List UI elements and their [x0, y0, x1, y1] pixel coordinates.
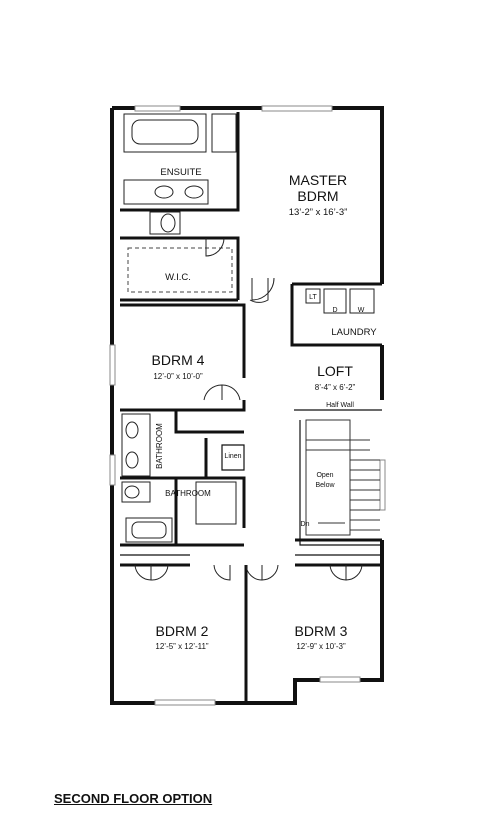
wic-shelves [127, 247, 233, 293]
laundry-w-label: W [358, 307, 365, 314]
bdrm3-name: BDRM 3 [295, 623, 348, 639]
bdrm3-dims: 12’-9” x 10’-3” [296, 642, 346, 651]
thin-walls [120, 409, 382, 556]
master-name-line2: BDRM [297, 188, 338, 204]
loft-name: LOFT [317, 363, 353, 379]
wic-label: W.I.C. [165, 272, 191, 283]
ensuite-fixtures [123, 113, 237, 235]
open-below-line2: Below [315, 482, 335, 489]
master-name-line1: MASTER [289, 172, 347, 188]
windows [109, 105, 386, 706]
loft-dims: 8’-4” x 6’-2” [315, 383, 356, 392]
master-dims: 13’-2” x 16’-3” [289, 207, 348, 218]
bathroom-fixtures [121, 413, 237, 543]
exterior-walls [110, 106, 384, 705]
bdrm2-name: BDRM 2 [156, 623, 209, 639]
laundry-d-label: D [332, 307, 337, 314]
stairs [305, 419, 380, 536]
half-wall-label: Half Wall [326, 402, 354, 409]
laundry-lt-label: LT [309, 294, 317, 301]
bathroom-vertical-label: BATHROOM [155, 423, 164, 469]
stairs-dn-label: Dn [301, 521, 310, 528]
laundry-fixtures [305, 288, 375, 314]
bathroom-label: BATHROOM [165, 489, 211, 498]
open-below-line1: Open [316, 472, 333, 479]
plan-caption: SECOND FLOOR OPTION [54, 791, 213, 806]
linen-label: Linen [224, 453, 241, 460]
bdrm4-name: BDRM 4 [152, 352, 205, 368]
doors [134, 237, 363, 581]
interior-walls [120, 112, 382, 703]
bdrm2-dims: 12’-5” x 12’-11” [155, 642, 209, 651]
ensuite-label: ENSUITE [160, 167, 201, 178]
laundry-label: LAUNDRY [331, 327, 377, 338]
bdrm4-dims: 12’-0” x 10’-0” [153, 372, 203, 381]
